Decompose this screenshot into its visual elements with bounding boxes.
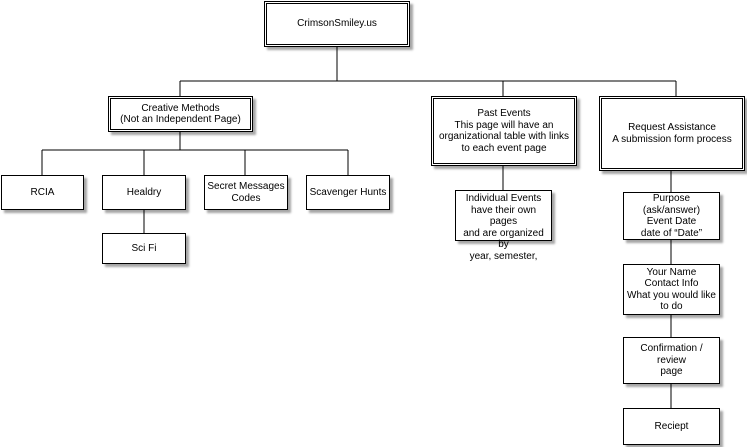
node-secret-messages: Secret Messages Codes [204, 175, 288, 210]
node-healdry: Healdry [102, 175, 186, 210]
node-confirmation: Confirmation / review page [623, 337, 720, 384]
node-receipt: Reciept [623, 408, 720, 445]
node-scavenger-hunts: Scavenger Hunts [306, 175, 390, 210]
node-creative-methods: Creative Methods (Not an Independent Pag… [108, 96, 253, 132]
node-receipt-label: Reciept [654, 420, 689, 432]
node-past-events: Past Events This page will have an organ… [431, 96, 577, 166]
node-request-assistance: Request Assistance A submission form pro… [599, 96, 745, 171]
node-creative-methods-label: Creative Methods (Not an Independent Pag… [120, 102, 241, 126]
node-confirmation-label: Confirmation / review page [640, 343, 703, 378]
node-purpose: Purpose (ask/answer) Event Date date of … [623, 192, 720, 240]
node-sci-fi: Sci Fi [102, 233, 186, 264]
node-past-events-label: Past Events This page will have an organ… [438, 108, 570, 154]
node-root: CrimsonSmiley.us [264, 1, 410, 47]
node-individual-events: Individual Events have their own pages a… [455, 190, 552, 262]
node-rcia-label: RCIA [30, 186, 55, 198]
node-sci-fi-label: Sci Fi [131, 242, 157, 254]
node-your-name: Your Name Contact Info What you would li… [623, 264, 720, 315]
node-root-label: CrimsonSmiley.us [297, 18, 377, 30]
node-individual-events-label: Individual Events have their own pages a… [463, 193, 544, 262]
node-purpose-label: Purpose (ask/answer) Event Date date of … [640, 193, 703, 239]
node-request-assistance-label: Request Assistance A submission form pro… [612, 122, 732, 145]
node-secret-messages-label: Secret Messages Codes [207, 181, 285, 204]
node-scavenger-hunts-label: Scavenger Hunts [309, 186, 387, 198]
node-rcia: RCIA [1, 175, 84, 210]
node-your-name-label: Your Name Contact Info What you would li… [627, 266, 716, 313]
node-healdry-label: Healdry [126, 186, 162, 198]
